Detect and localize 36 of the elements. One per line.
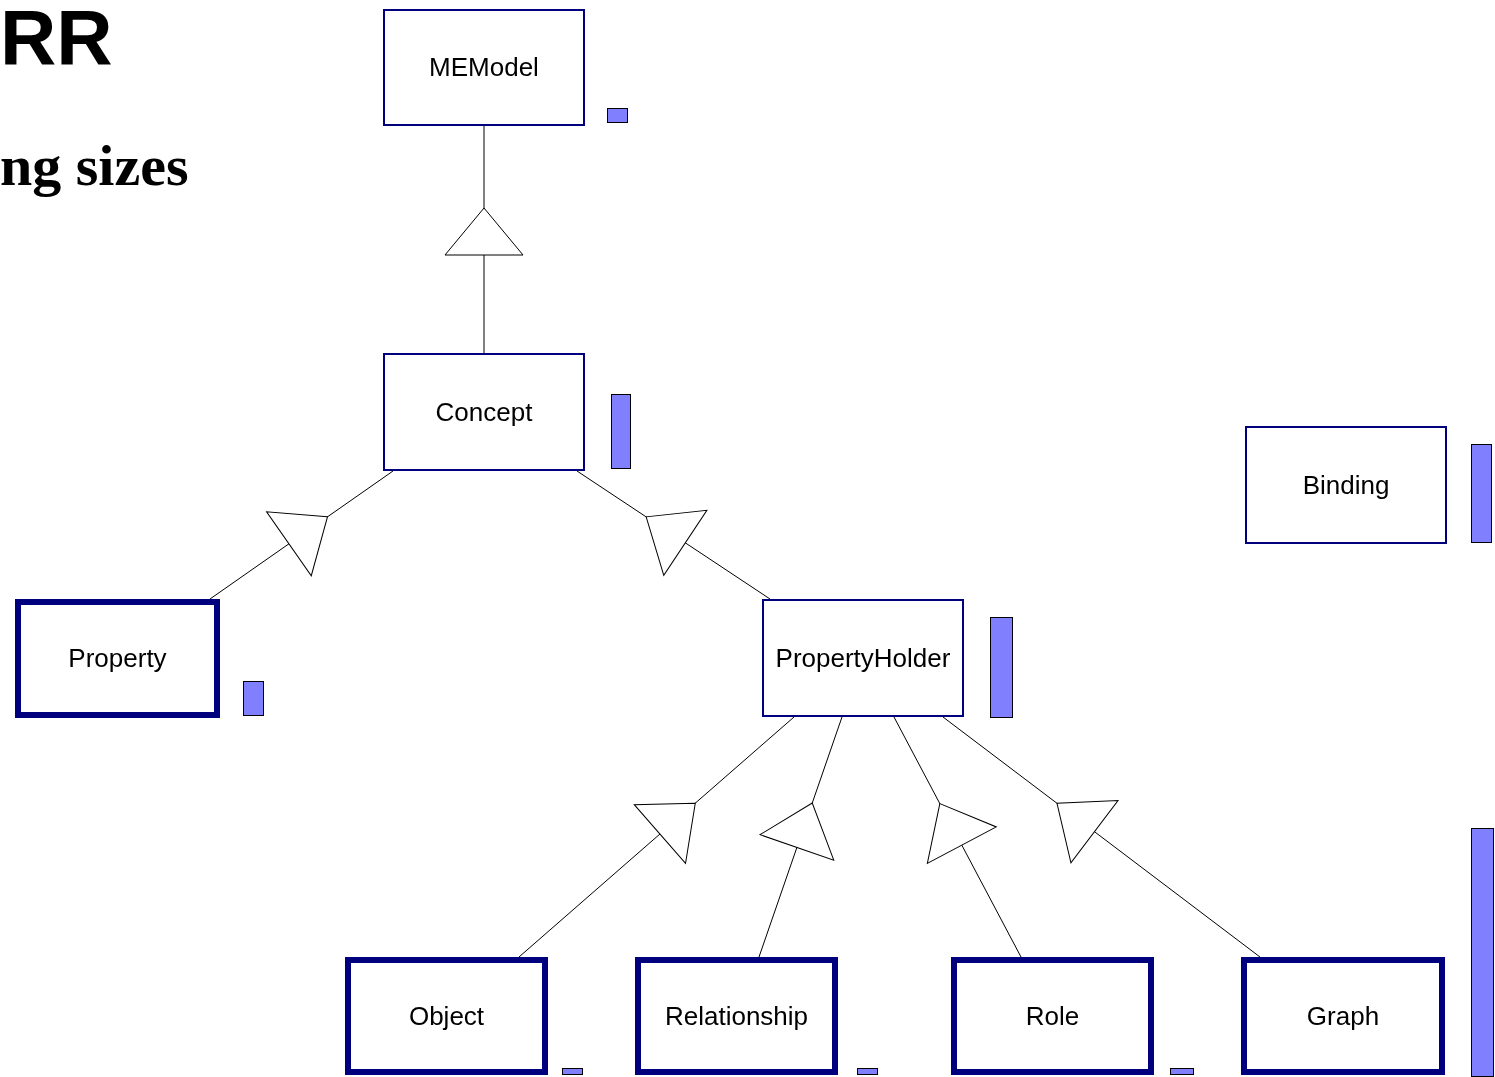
class-name: PropertyHolder	[775, 642, 951, 674]
class-name: Role	[1025, 1000, 1080, 1032]
size-bar	[562, 1068, 583, 1075]
class-box	[15, 599, 220, 718]
size-bar	[1170, 1068, 1194, 1075]
class-box	[383, 353, 585, 471]
title-fragment: RR	[0, 0, 113, 83]
class-name: Graph	[1306, 1000, 1380, 1032]
class-name: Property	[68, 643, 167, 674]
generalization-arrow	[758, 716, 843, 958]
class-box	[345, 957, 548, 1075]
generalization-arrow	[444, 125, 524, 354]
size-bar	[607, 108, 628, 123]
class-box	[1241, 957, 1445, 1075]
generalization-arrow	[942, 716, 1261, 958]
size-bar	[990, 617, 1013, 718]
class-box	[635, 957, 838, 1075]
class-name: Concept	[435, 396, 533, 428]
class-name: Object	[408, 1000, 485, 1032]
size-bar	[611, 394, 631, 469]
class-name: Relationship	[664, 1000, 809, 1032]
class-box	[383, 9, 585, 126]
size-bar	[1471, 828, 1494, 1077]
size-bar	[243, 681, 264, 716]
class-box	[762, 599, 964, 717]
size-bar	[857, 1068, 878, 1075]
generalization-arrow	[518, 716, 795, 958]
class-name: MEModel	[429, 52, 539, 83]
class-box	[951, 957, 1154, 1075]
generalization-arrow	[893, 716, 1022, 958]
generalization-arrow	[209, 470, 394, 600]
class-box	[1245, 426, 1447, 544]
generalization-arrow	[576, 470, 771, 600]
subtitle-fragment: ng sizes	[0, 132, 189, 199]
size-bar	[1471, 444, 1492, 543]
class-name: Binding	[1302, 469, 1390, 501]
